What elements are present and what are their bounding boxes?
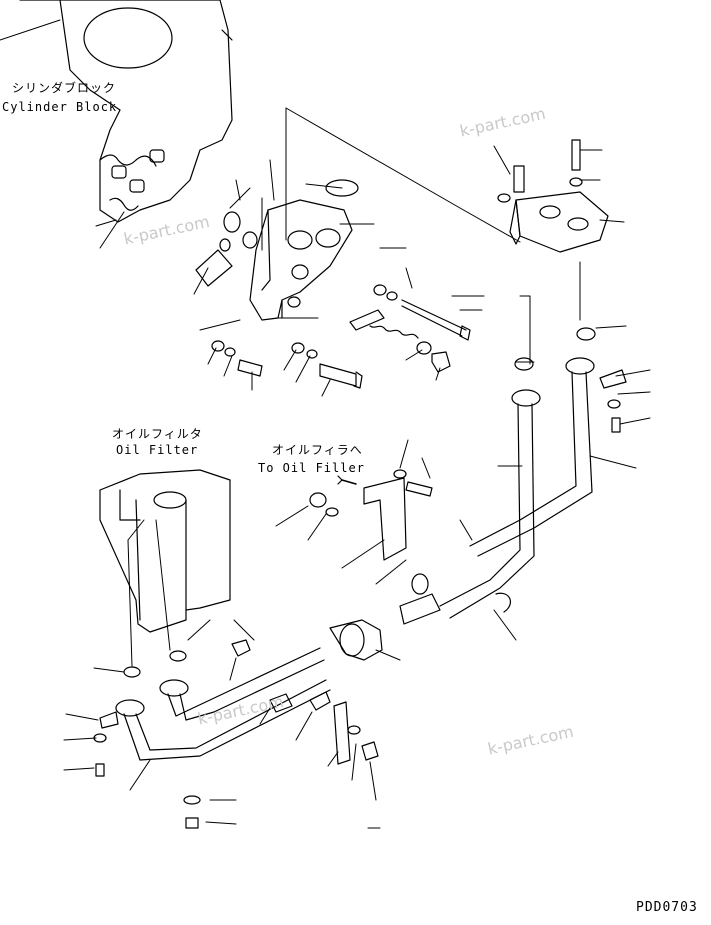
relief-valve-parts (211, 284, 471, 389)
pump-housing (195, 179, 359, 321)
cylinder-block-label-en: Cylinder Block (2, 100, 118, 114)
flange-bracket (497, 139, 609, 253)
oil-filter-label-jp: オイルフィルタ (112, 427, 203, 441)
to-oil-filler-label-jp: オイルフィラへ (272, 443, 363, 457)
oil-filter (99, 469, 231, 678)
cylinder-block (19, 0, 233, 223)
cylinder-block-label-jp: シリンダブロック (12, 81, 117, 95)
filler-bracket (309, 469, 433, 561)
oil-tubes-lower (93, 619, 383, 829)
to-oil-filler-label-en: To Oil Filler (258, 461, 365, 475)
leader-lines (0, 19, 651, 829)
oil-filter-label-en: Oil Filter (116, 443, 199, 457)
oil-tubes-right (399, 327, 627, 625)
drawing-code: PDD0703 (636, 900, 698, 915)
